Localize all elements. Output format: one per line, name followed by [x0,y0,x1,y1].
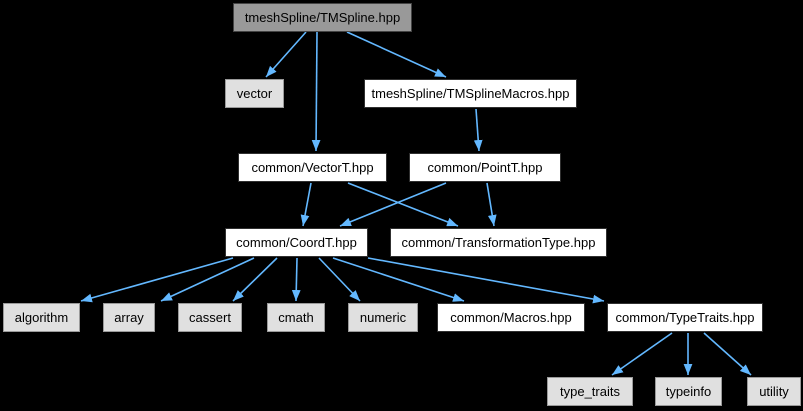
node-tmsplinemacros[interactable]: tmeshSpline/TMSplineMacros.hpp [364,79,577,108]
edge-tmspline-to-tmsplinemacros [346,31,447,78]
edge-typetraits-to-type_traits [611,332,673,376]
edge-pointt-to-coordt [339,182,447,227]
edge-coordt-to-macros [332,257,465,302]
edge-coordt-to-typetraits [367,257,605,304]
node-pointt[interactable]: common/PointT.hpp [409,153,561,182]
edge-coordt-to-numeric [318,257,361,302]
node-type_traits: type_traits [547,377,633,406]
edge-coordt-to-array [160,257,255,302]
edge-vectort-to-transformationtype [347,182,459,227]
node-transformationtype[interactable]: common/TransformationType.hpp [390,228,607,257]
node-typeinfo: typeinfo [655,377,722,406]
node-typetraits[interactable]: common/TypeTraits.hpp [607,303,763,332]
edge-coordt-to-cmath [291,257,301,302]
edge-coordt-to-algorithm [80,257,234,303]
node-algorithm: algorithm [3,303,80,332]
node-cmath: cmath [267,303,325,332]
node-macros[interactable]: common/Macros.hpp [437,303,585,332]
edge-coordt-to-cassert [232,257,278,302]
edge-tmspline-to-vector [265,31,307,78]
node-vectort[interactable]: common/VectorT.hpp [238,153,387,182]
edge-tmsplinemacros-to-pointt [473,108,483,152]
node-cassert: cassert [178,303,242,332]
node-utility: utility [747,377,801,406]
node-coordt[interactable]: common/CoordT.hpp [225,228,368,257]
node-vector: vector [225,79,284,108]
edge-vectort-to-coordt [300,182,312,227]
edge-pointt-to-transformationtype [486,182,497,227]
node-array: array [103,303,155,332]
edge-typetraits-to-utility [703,332,752,376]
node-tmspline: tmeshSpline/TMSpline.hpp [233,3,412,32]
edge-tmspline-to-vectort [311,31,321,152]
node-numeric: numeric [348,303,418,332]
